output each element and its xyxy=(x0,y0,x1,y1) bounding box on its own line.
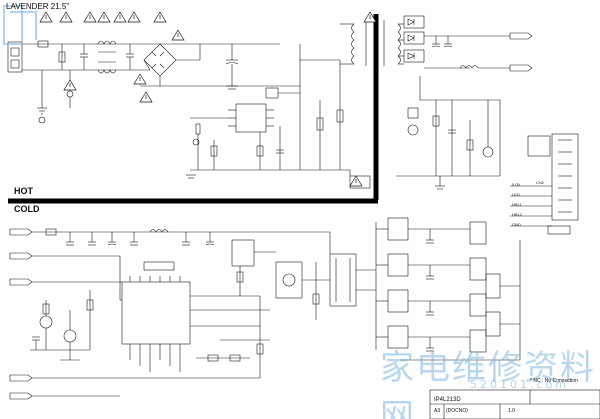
warning-triangle-icon xyxy=(97,11,111,23)
inverter-input-rails xyxy=(9,228,330,400)
bulk-capacitor xyxy=(200,44,300,90)
warning-triangle-icon xyxy=(83,11,97,23)
connector-pin-2: LED xyxy=(512,192,520,197)
title-block-rev: 1.0 xyxy=(508,408,515,414)
nc-note: * NC : No Connection xyxy=(530,378,578,384)
title-block xyxy=(429,389,600,419)
warning-triangle-icon xyxy=(349,175,363,187)
warning-triangle-icon xyxy=(63,79,77,91)
watermark-text: 家电维修资料网 xyxy=(380,348,596,419)
dimming-transistors xyxy=(30,290,94,361)
title-block-code: (DOCNO) xyxy=(446,408,468,414)
sheet-title: LAVENDER 21.5" xyxy=(6,2,70,11)
bridge-rectifier xyxy=(140,43,201,87)
hot-label: HOT xyxy=(14,186,33,196)
warning-triangle-icon xyxy=(39,11,53,23)
connector-ref: CN2 xyxy=(536,180,545,185)
warning-triangle-icons xyxy=(39,11,377,187)
main-transformer xyxy=(340,20,401,66)
warning-triangle-icon xyxy=(363,11,377,23)
secondary-outputs xyxy=(398,15,533,72)
warning-triangle-icon xyxy=(113,11,127,23)
feedback-section xyxy=(396,76,501,190)
output-connector-cn2 xyxy=(510,133,579,235)
connector-pin-3: HB11 xyxy=(512,202,522,207)
connector-pin-5: GND xyxy=(512,222,521,227)
ac-input-section xyxy=(7,40,280,124)
connector-pin-4: HB12 xyxy=(512,212,523,217)
gate-driver-section xyxy=(196,239,330,378)
warning-triangle-icon xyxy=(127,11,141,23)
connector-pin-1: 5.0V xyxy=(512,182,521,187)
title-block-size: A3 xyxy=(434,408,441,414)
watermark-url: 520101.com xyxy=(470,378,569,391)
lamp-outputs xyxy=(375,217,521,361)
watermark-logo xyxy=(3,5,37,45)
warning-triangle-icon xyxy=(139,91,153,103)
warning-triangle-icon xyxy=(153,11,167,23)
hot-cold-separator xyxy=(8,14,379,204)
warning-triangle-icon xyxy=(171,29,185,41)
warning-triangle-icon xyxy=(133,73,147,85)
warning-triangle-icon xyxy=(59,11,73,23)
inverter-transformer xyxy=(329,232,376,307)
inverter-controller-ic xyxy=(119,256,270,372)
pwm-controller xyxy=(186,44,371,189)
title-block-model: IP4L213D xyxy=(434,397,461,403)
cold-label: COLD xyxy=(14,204,40,214)
